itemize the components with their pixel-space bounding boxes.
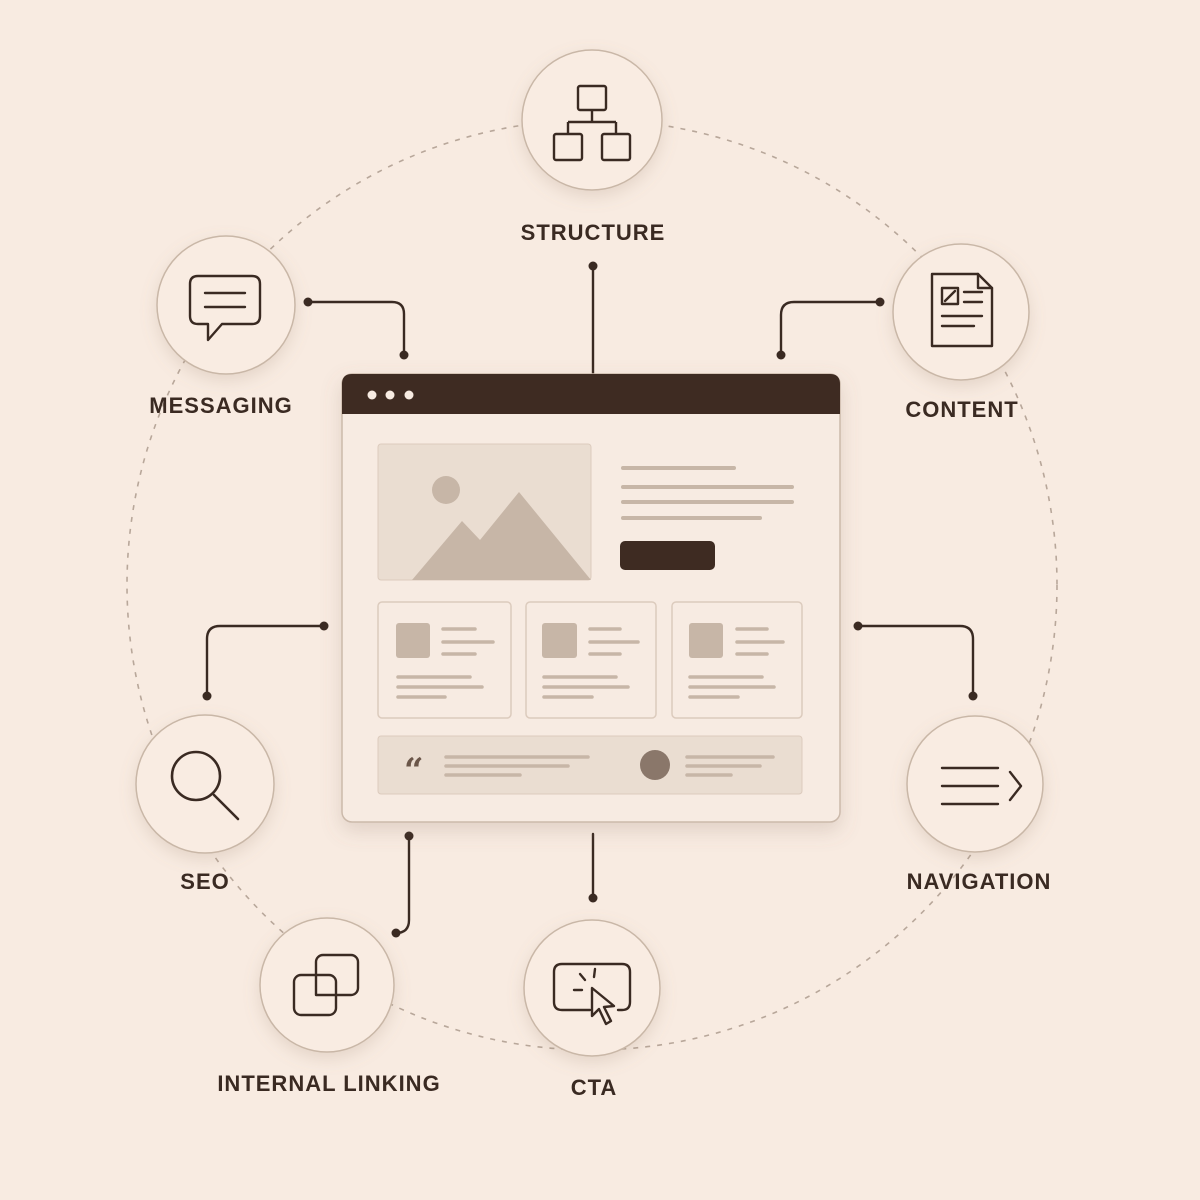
dashed-orbit-ring xyxy=(126,119,1058,1051)
chat-bubble-icon xyxy=(188,274,262,342)
avatar xyxy=(640,750,670,780)
node-content xyxy=(892,243,1030,381)
feature-card xyxy=(671,601,803,719)
label-structure: STRUCTURE xyxy=(520,220,666,245)
testimonial-strip: “ xyxy=(377,735,803,795)
hierarchy-icon xyxy=(552,84,632,162)
node-cta xyxy=(523,919,661,1057)
hero-text-lines xyxy=(621,466,794,520)
linked-squares-icon xyxy=(292,953,360,1017)
quote-glyph: “ xyxy=(404,751,424,791)
connector-navigation xyxy=(856,624,975,698)
document-icon xyxy=(930,272,994,348)
node-navigation xyxy=(906,715,1044,853)
window-title-bar xyxy=(342,374,840,414)
magnifier-icon xyxy=(170,750,240,821)
connector-seo xyxy=(205,624,326,698)
connector-content xyxy=(779,300,882,357)
feature-card xyxy=(377,601,512,719)
feature-card xyxy=(525,601,657,719)
hero-image-placeholder xyxy=(377,443,592,581)
connector-internal-linking xyxy=(394,834,411,935)
window-dots xyxy=(367,390,414,400)
website-mockup: “ xyxy=(341,373,841,823)
menu-arrow-icon xyxy=(940,766,1023,806)
node-structure xyxy=(521,49,663,191)
connector-messaging xyxy=(306,300,406,357)
label-content: CONTENT xyxy=(905,397,1019,422)
cursor-click-icon xyxy=(552,962,632,1026)
node-seo xyxy=(135,714,275,854)
feature-cards xyxy=(377,601,803,719)
node-internal-linking xyxy=(259,917,395,1053)
node-messaging xyxy=(156,235,296,375)
label-navigation: NAVIGATION xyxy=(906,869,1052,894)
hero-cta-button xyxy=(620,541,715,570)
label-cta: CTA xyxy=(570,1075,618,1100)
label-messaging: MESSAGING xyxy=(149,393,293,418)
label-seo: SEO xyxy=(180,869,230,894)
label-internal-linking: INTERNAL LINKING xyxy=(217,1071,441,1096)
connector-dots xyxy=(202,261,978,938)
